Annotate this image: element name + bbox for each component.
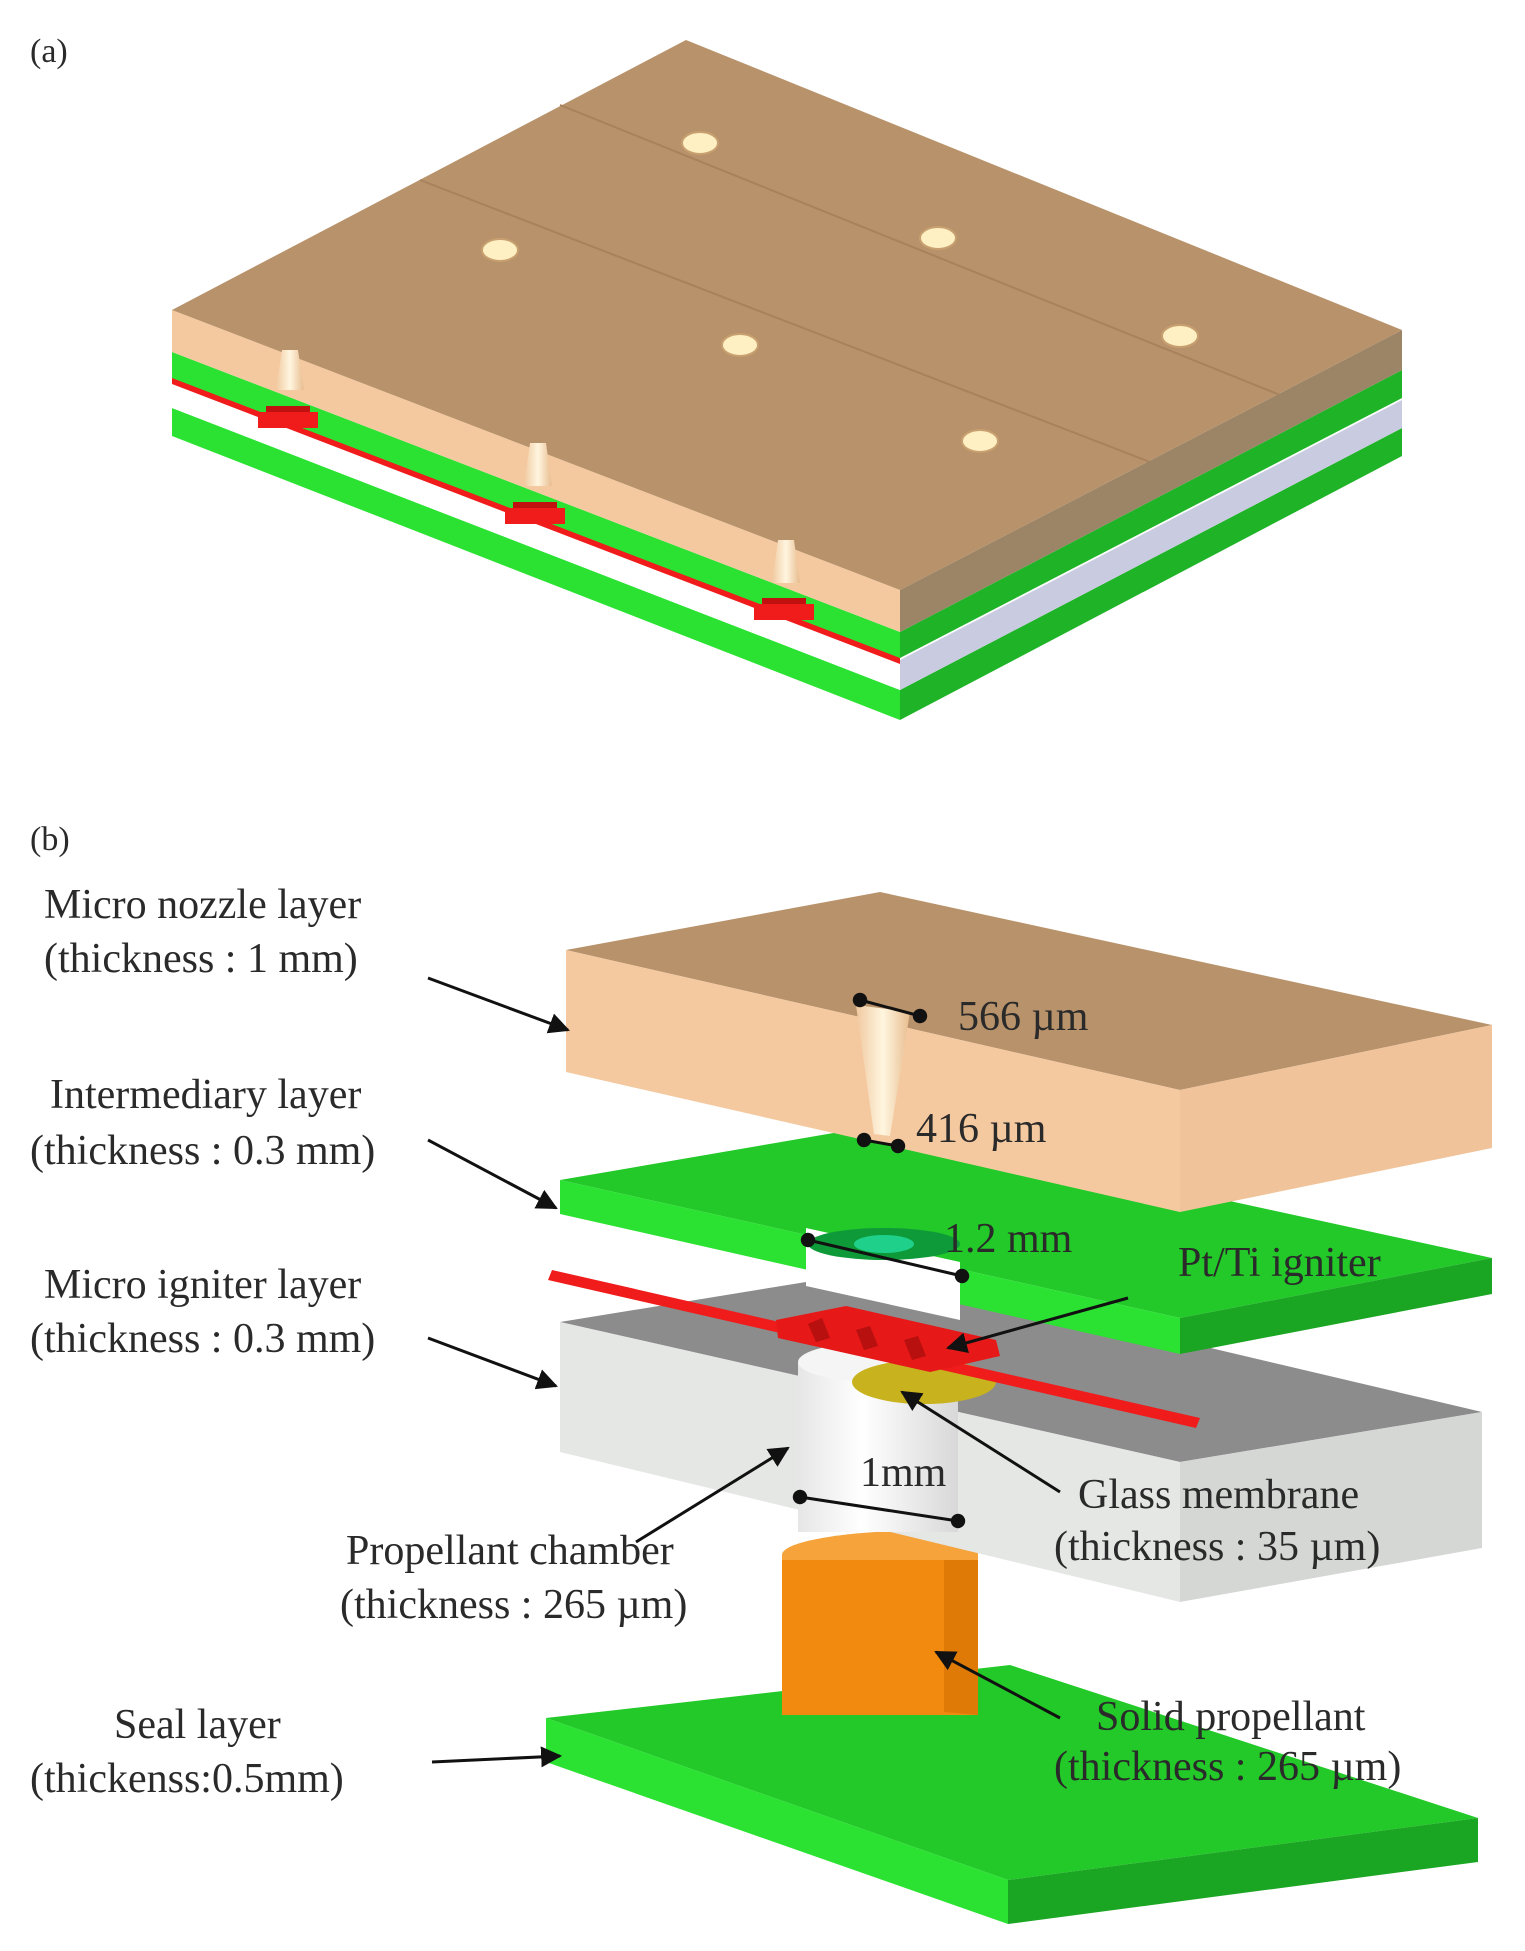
nozzle-layer-name: Micro nozzle layer [44, 882, 361, 928]
dim-line-416 [856, 1132, 906, 1154]
nozzle-layer-b [566, 892, 1492, 1212]
groove-line [559, 104, 1281, 396]
dim-label-416: 416 µm [916, 1106, 1047, 1152]
component-labels: Pt/Ti igniter Glass membrane (thickness … [1054, 1240, 1401, 1790]
arrow-pt-ti [945, 1296, 1129, 1354]
intermediary-layer-thickness: (thickness : 0.3 mm) [30, 1128, 375, 1174]
nozzle-hole [681, 131, 719, 155]
igniter-layer-front-left [172, 380, 900, 690]
nozzle-layer-front-right [900, 330, 1402, 632]
layer-labels: Micro nozzle layer (thickness : 1 mm) In… [30, 882, 687, 1802]
arrow-membrane [900, 1390, 1061, 1494]
solid-propellant-name: Solid propellant [1096, 1694, 1366, 1740]
glass-membrane-name: Glass membrane [1078, 1472, 1359, 1518]
nozzle-hole [1161, 324, 1199, 348]
dim-label-1mm: 1mm [860, 1450, 947, 1496]
glass-membrane-thickness: (thickness : 35 µm) [1054, 1524, 1380, 1570]
cutaway-cell [754, 540, 814, 620]
intermediary-layer-name: Intermediary layer [50, 1072, 361, 1118]
dim-line-1-2mm [800, 1232, 970, 1284]
igniter-layer-front-right [900, 400, 1402, 690]
panel-label-b: (b) [30, 821, 70, 858]
dimension-labels: 566 µm 416 µm 1.2 mm 1mm [860, 994, 1089, 1496]
dim-line-566 [852, 992, 928, 1024]
seal-layer-b [546, 1665, 1478, 1924]
dimension-lines [792, 992, 970, 1529]
cutaway-cell [505, 443, 565, 524]
nozzle-layer-thickness: (thickness : 1 mm) [44, 936, 358, 982]
leader-arrows [427, 976, 1129, 1768]
solid-propellant [782, 1530, 978, 1715]
arrow-intermediary [427, 1138, 558, 1210]
chamber-name: Propellant chamber [346, 1528, 674, 1574]
cutaway-cell [258, 350, 318, 428]
igniter-layer-thickness: (thickness : 0.3 mm) [30, 1316, 375, 1362]
dim-line-1mm [792, 1489, 966, 1529]
arrow-chamber [635, 1446, 790, 1544]
seal-layer-front-left [172, 408, 900, 720]
arrow-seal [431, 1746, 563, 1768]
pt-ti-igniter-label: Pt/Ti igniter [1178, 1240, 1381, 1286]
chamber-thickness: (thickness : 265 µm) [340, 1582, 687, 1628]
nozzle-hole [961, 429, 999, 453]
arrow-nozzle [427, 976, 570, 1034]
intermediary-layer-front-right [900, 370, 1402, 658]
igniter-layer-name: Micro igniter layer [44, 1262, 361, 1308]
dim-label-566: 566 µm [958, 994, 1089, 1040]
arrow-igniter-layer [427, 1336, 558, 1390]
igniter-layer-b [548, 1270, 1482, 1602]
panel-label-a: (a) [30, 33, 68, 70]
nozzle-cone [856, 1005, 910, 1136]
pt-ti-igniter-pad [776, 1306, 1000, 1372]
dim-label-1-2mm: 1.2 mm [944, 1216, 1073, 1262]
groove-line [419, 179, 1151, 463]
seal-layer-thickness: (thickenss:0.5mm) [30, 1756, 344, 1802]
seal-layer-name: Seal layer [114, 1702, 281, 1748]
nozzle-hole [481, 238, 519, 262]
solid-propellant-thickness: (thickness : 265 µm) [1054, 1744, 1401, 1790]
cutaway-cells [258, 350, 814, 620]
nozzle-layer-top [172, 40, 1402, 590]
assembled-thruster-array [172, 40, 1402, 720]
nozzle-hole [721, 333, 759, 357]
nozzle-hole [919, 226, 957, 250]
seal-layer-front-right [900, 428, 1402, 720]
arrow-propellant [934, 1650, 1061, 1720]
nozzle-holes [481, 131, 1199, 453]
